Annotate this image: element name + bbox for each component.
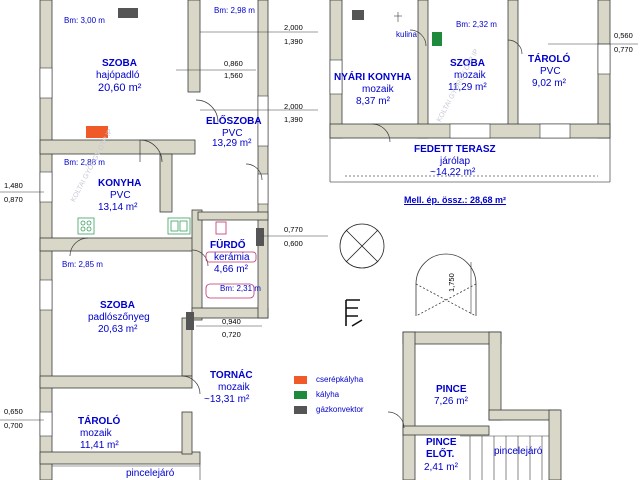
eloszoba-area: 13,29 m² (212, 138, 252, 149)
wall-eloszoba-right (257, 0, 269, 319)
tile-stove-icon (86, 126, 108, 138)
szoba2-height: Bm: 2,85 m (62, 260, 103, 269)
pincelejaroR-name: pincelejáró (494, 446, 543, 457)
dim-7-top: 0,940 (222, 317, 241, 326)
legend-label-stove: kályha (316, 390, 340, 399)
pinceelot-name: PINCE ELŐT. (426, 437, 457, 460)
tornac-name: TORNÁC (210, 370, 253, 381)
wall-mid-top (187, 0, 201, 93)
kulina-label: kulina (396, 30, 417, 39)
wall-r-mid2 (507, 0, 519, 126)
taroloR-name: TÁROLÓ (528, 54, 571, 65)
wall-h4 (39, 451, 201, 465)
wall-h2 (39, 237, 196, 252)
wall-h1-left (39, 139, 196, 155)
legend-swatch-gas-convector (294, 406, 307, 414)
wall-r-mid1 (417, 0, 429, 139)
szoba2-material: padlószőnyeg (88, 312, 150, 323)
konyha-name: KONYHA (98, 178, 142, 189)
szoba2-area: 20,63 m² (98, 324, 138, 335)
szoba2-name: SZOBA (100, 300, 135, 311)
taroloR-material: PVC (540, 66, 561, 77)
dim-6-top: 0,770 (284, 225, 303, 234)
pinceelot-area: 2,41 m² (424, 462, 458, 473)
total-area: Mell. ép. össz.: 28,68 m² (404, 195, 507, 205)
dim-3-bot: 1,390 (284, 115, 303, 124)
north-arrow-icon (345, 299, 363, 327)
wall-furdo-top (197, 211, 269, 221)
legend-label-tile-stove: cserépkályha (316, 375, 364, 384)
wall-p-left (402, 331, 416, 480)
taroloR-area: 9,02 m² (532, 78, 566, 89)
wall-h3 (39, 375, 193, 389)
furdo-name: FÜRDŐ (210, 240, 246, 251)
pincelejaroL-name: pincelejáró (126, 468, 175, 479)
legend-swatch-tile-stove (294, 376, 307, 384)
wall-p-top (402, 331, 502, 345)
wall-furdo-left (191, 209, 203, 321)
legend-swatch-stove (294, 391, 307, 399)
wall-tarolo-right (181, 411, 193, 455)
wall-p-mid (402, 425, 490, 436)
dim-7-bot: 0,720 (222, 330, 241, 339)
furdo-area: 4,66 m² (214, 264, 248, 275)
cellar-vault-icon (415, 253, 477, 317)
dim-8-bot: 0,700 (4, 421, 23, 430)
furdo-height: Bm: 2,31 m (220, 284, 261, 293)
szoba3-name: SZOBA (450, 58, 485, 69)
eloszoba-name: ELŐSZOBA (206, 116, 262, 127)
taroloL-material: mozaik (80, 428, 112, 439)
furdo-material: kerámia (214, 252, 250, 263)
konyha-height: Bm: 2,88 m (64, 158, 105, 167)
szoba3-height: Bm: 2,32 m (456, 20, 497, 29)
terasz-material: járólap (440, 156, 471, 167)
pince-name: PINCE (436, 384, 467, 395)
gas-convector-icon-3 (186, 312, 194, 330)
tornac-area: ~13,31 m² (204, 394, 250, 405)
nyari-material: mozaik (362, 84, 394, 95)
szoba1-height: Bm: 3,00 m (64, 16, 105, 25)
terasz-area: ~14,22 m² (430, 167, 476, 178)
wall-konyha-right (159, 153, 173, 213)
gas-convector-icon (118, 8, 138, 18)
stove-icon (432, 32, 442, 46)
taroloL-name: TÁROLÓ (78, 416, 121, 427)
dim-9: 1,750 (447, 273, 456, 292)
dim-2-bot: 1,560 (224, 71, 243, 80)
szoba1-area: 20,60 m² (98, 82, 142, 94)
eloszoba-material: PVC (222, 128, 243, 139)
legend-label-gas-convector: gázkonvektor (316, 405, 364, 414)
dim-4-top: 0,560 (614, 31, 633, 40)
wall-p-step (488, 409, 560, 421)
terasz-name: FEDETT TERASZ (414, 144, 496, 155)
taroloL-area: 11,41 m² (80, 440, 119, 451)
wall-p-right (488, 331, 502, 421)
dim-4-bot: 0,770 (614, 45, 633, 54)
wall-p-right2 (548, 409, 562, 480)
konyha-material: PVC (110, 190, 131, 201)
nyari-area: 8,37 m² (356, 96, 390, 107)
eloszoba-height: Bm: 2,98 m (214, 6, 255, 15)
dim-1-bot: 1,390 (284, 37, 303, 46)
gas-convector-icon-2 (352, 10, 364, 20)
nyari-name: NYÁRI KONYHA (334, 72, 412, 83)
dim-6-bot: 0,600 (284, 239, 303, 248)
dim-5-top: 1,480 (4, 181, 23, 190)
dim-2-top: 0,860 (224, 59, 243, 68)
gas-convector-icon-4 (256, 228, 264, 246)
dim-5-bot: 0,870 (4, 195, 23, 204)
tornac-material: mozaik (218, 382, 250, 393)
szoba3-area: 11,29 m² (448, 82, 487, 93)
dim-1-top: 2,000 (284, 23, 303, 32)
szoba1-name: SZOBA (102, 58, 137, 69)
dim-3-top: 2,000 (284, 102, 303, 111)
pince-area: 7,26 m² (434, 396, 468, 407)
compass-icon (339, 223, 385, 269)
dim-8-top: 0,650 (4, 407, 23, 416)
szoba3-material: mozaik (454, 70, 486, 81)
szoba1-material: hajópadló (96, 70, 140, 81)
konyha-area: 13,14 m² (98, 202, 138, 213)
